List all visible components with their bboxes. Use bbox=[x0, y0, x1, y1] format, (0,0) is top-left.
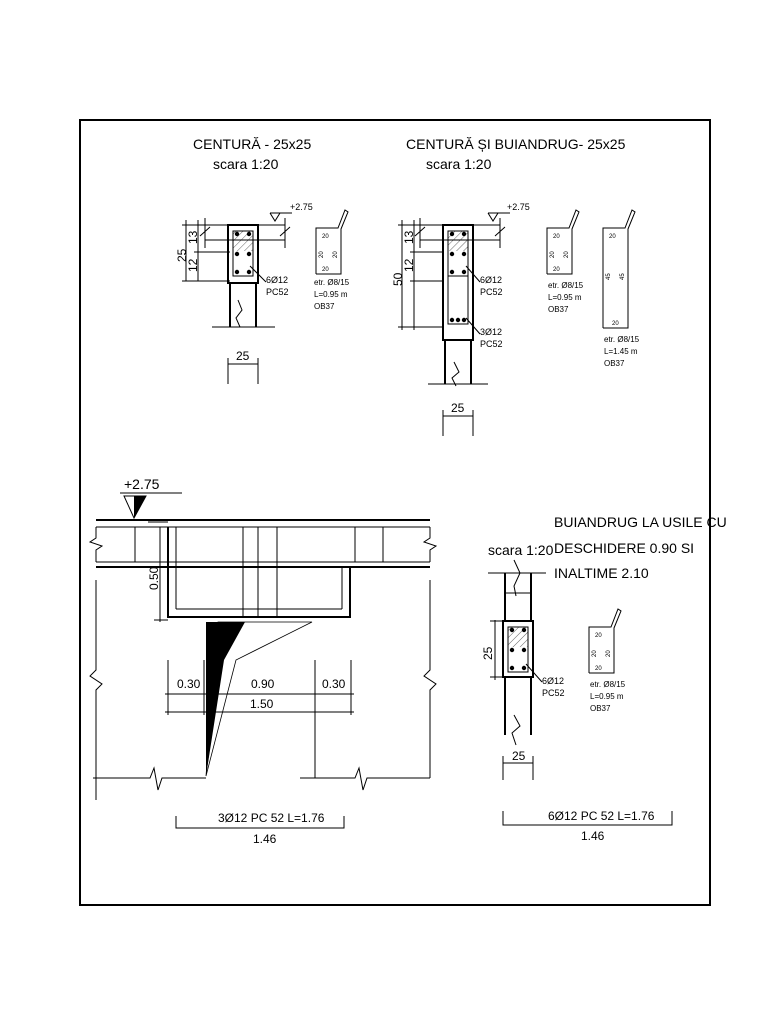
svg-text:20: 20 bbox=[550, 251, 556, 258]
section2-dim-bottom: 12 bbox=[402, 258, 416, 272]
section3-bars-grade: PC52 bbox=[542, 688, 565, 698]
section1-dim-total: 25 bbox=[175, 248, 189, 262]
section2-bars-top-grade: PC52 bbox=[480, 287, 503, 297]
section1-dim-bottom: 12 bbox=[186, 258, 200, 272]
elevation-opening: 0.90 bbox=[251, 677, 275, 691]
svg-text:20: 20 bbox=[564, 251, 570, 258]
elevation-bar-length: 1.46 bbox=[253, 832, 277, 846]
usile-scale: scara 1:20 bbox=[488, 542, 554, 558]
usile-title-line2: DESCHIDERE 0.90 SI bbox=[554, 540, 694, 556]
svg-text:20: 20 bbox=[595, 666, 602, 672]
usile-title-line1: BUIANDRUG LA USILE CU bbox=[554, 514, 727, 530]
section1-stirrup-length: L=0.95 m bbox=[314, 290, 348, 299]
section2-stirrup2-length: L=1.45 m bbox=[604, 347, 638, 356]
svg-text:45: 45 bbox=[620, 273, 626, 280]
section2-stirrup2-grade: OB37 bbox=[604, 359, 625, 368]
svg-text:20: 20 bbox=[612, 321, 619, 327]
svg-text:20: 20 bbox=[595, 633, 602, 639]
usile-title-line3: INALTIME 2.10 bbox=[554, 565, 649, 581]
section2-dim-total: 50 bbox=[391, 272, 405, 286]
section2-bars-bottom: 3Ø12 bbox=[480, 327, 502, 337]
level-mark-elevation: +2.75 bbox=[124, 476, 160, 492]
section-centura-buiandrug: +2.75 50 13 12 25 6Ø12 PC52 3Ø12 bbox=[391, 202, 640, 436]
elevation-support-right: 0.30 bbox=[322, 677, 346, 691]
section1-bars: 6Ø12 bbox=[266, 275, 288, 285]
section3-width: 25 bbox=[512, 749, 526, 763]
svg-text:20: 20 bbox=[609, 234, 616, 240]
section3-bar-spec: 6Ø12 PC 52 L=1.76 bbox=[548, 809, 655, 823]
section3-dim: 25 bbox=[481, 646, 495, 660]
section1-bars-grade: PC52 bbox=[266, 287, 289, 297]
title-centura: CENTURĂ - 25x25 scara 1:20 bbox=[193, 136, 311, 172]
svg-text:20: 20 bbox=[606, 650, 612, 657]
elevation-total: 1.50 bbox=[250, 697, 274, 711]
level-mark-section1: +2.75 bbox=[290, 202, 313, 212]
section3-stirrup-spec: etr. Ø8/15 bbox=[590, 680, 626, 689]
svg-text:20: 20 bbox=[553, 267, 560, 273]
section-centura: +2.75 25 13 12 25 6Ø12 PC52 20 20 bbox=[175, 202, 350, 384]
elevation-bar-spec: 3Ø12 PC 52 L=1.76 bbox=[218, 811, 325, 825]
section3-bar-length: 1.46 bbox=[581, 829, 605, 843]
lintel-elevation: +2.75 0.50 bbox=[88, 476, 438, 846]
centura-buiandrug-title: CENTURĂ ȘI BUIANDRUG- 25x25 bbox=[406, 136, 626, 152]
section2-dim-top: 13 bbox=[402, 230, 416, 244]
svg-text:20: 20 bbox=[553, 234, 560, 240]
section1-stirrup-spec: etr. Ø8/15 bbox=[314, 278, 350, 287]
section3-bars: 6Ø12 bbox=[542, 676, 564, 686]
section3-stirrup-grade: OB37 bbox=[590, 704, 611, 713]
sheet-frame bbox=[79, 119, 711, 906]
section2-stirrup1-length: L=0.95 m bbox=[548, 293, 582, 302]
svg-text:20: 20 bbox=[592, 650, 598, 657]
section2-stirrup1-spec: etr. Ø8/15 bbox=[548, 281, 584, 290]
elevation-support-left: 0.30 bbox=[177, 677, 201, 691]
section2-bars-top: 6Ø12 bbox=[480, 275, 502, 285]
section2-bars-bottom-grade: PC52 bbox=[480, 339, 503, 349]
svg-text:20: 20 bbox=[322, 234, 329, 240]
centura-title: CENTURĂ - 25x25 bbox=[193, 136, 311, 152]
section3-stirrup-length: L=0.95 m bbox=[590, 692, 624, 701]
svg-text:45: 45 bbox=[606, 273, 612, 280]
centura-scale: scara 1:20 bbox=[213, 156, 279, 172]
svg-text:20: 20 bbox=[319, 251, 325, 258]
section1-dim-top: 13 bbox=[186, 230, 200, 244]
section1-stirrup-grade: OB37 bbox=[314, 302, 335, 311]
elevation-height: 0.50 bbox=[147, 566, 161, 590]
section2-stirrup1-grade: OB37 bbox=[548, 305, 569, 314]
section1-width: 25 bbox=[236, 349, 250, 363]
svg-text:20: 20 bbox=[322, 267, 329, 273]
level-mark-section2: +2.75 bbox=[507, 202, 530, 212]
section2-width: 25 bbox=[451, 401, 465, 415]
svg-text:20: 20 bbox=[333, 251, 339, 258]
section2-stirrup2-spec: etr. Ø8/15 bbox=[604, 335, 640, 344]
title-centura-buiandrug: CENTURĂ ȘI BUIANDRUG- 25x25 scara 1:20 bbox=[406, 136, 626, 172]
centura-buiandrug-scale: scara 1:20 bbox=[426, 156, 492, 172]
section-buiandrug-usi: BUIANDRUG LA USILE CU DESCHIDERE 0.90 SI… bbox=[481, 514, 727, 843]
